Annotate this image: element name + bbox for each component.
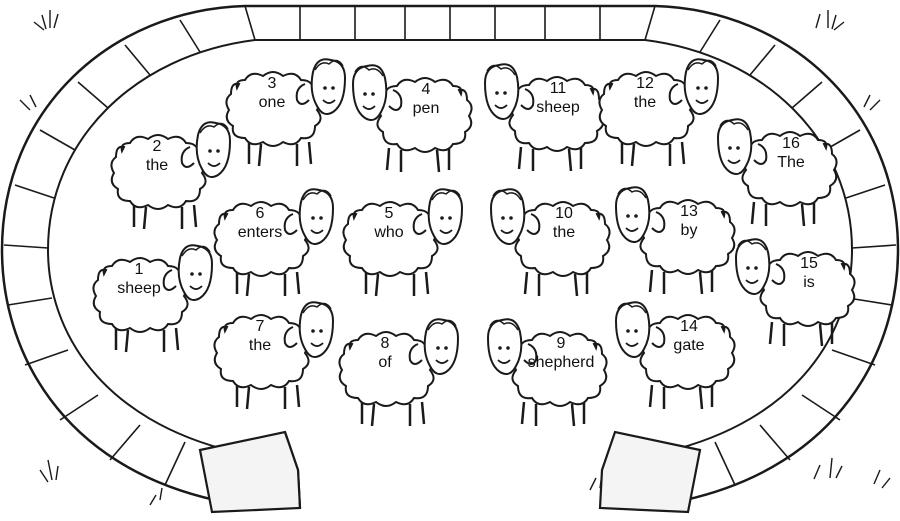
sheep-label: 12 the [604,74,686,112]
sheep-icon [486,318,608,427]
sheep-8: 8 of [338,312,466,434]
sheep-label: 4 pen [385,80,467,118]
sheep-icon [489,188,611,297]
sheep-word: the [552,224,576,241]
sheep-label: 2 the [116,137,198,175]
sheep-number: 8 [380,335,390,352]
sheep-label: 10 the [523,204,605,242]
sheep-number: 14 [680,318,698,335]
sheep-icon [614,301,736,410]
sheep-word: the [633,94,657,111]
sheep-icon [338,318,460,427]
sheep-number: 5 [384,205,394,222]
grass-tufts [19,10,891,506]
sheep-label: 11 sheep [517,79,599,117]
sheep-number: 10 [555,205,573,222]
sheep-9: 9 shepherd [480,312,608,434]
sheep-13: 13 by [608,180,736,302]
sheep-word: by [680,222,698,239]
sheep-word: the [248,337,272,354]
sheep-4: 4 pen [345,58,473,180]
sheep-icon [614,186,736,295]
sheep-label: 7 the [219,317,301,355]
sheep-icon [92,244,214,353]
sheep-number: 4 [421,81,431,98]
sheep-number: 15 [800,255,818,272]
sheep-12: 12 the [598,52,726,174]
sheep-icon [734,238,856,347]
sheep-label: 6 enters [219,204,301,242]
sheep-number: 11 [549,80,567,97]
sheep-label: 13 by [648,202,730,240]
sheep-6: 6 enters [213,182,341,304]
sheep-label: 14 gate [648,317,730,355]
sheep-number: 6 [255,205,265,222]
sheep-icon [598,58,720,167]
sheep-10: 10 the [483,182,611,304]
sheep-number: 9 [556,335,566,352]
sheep-word: sheep [536,99,580,116]
sheep-word: the [145,157,169,174]
sheep-icon [213,188,335,297]
sheep-label: 5 who [348,204,430,242]
sheep-15: 15 is [728,232,856,354]
sheep-word: gate [673,337,705,354]
sheep-word: is [803,274,815,291]
sheep-number: 13 [680,203,698,220]
sheep-word: of [378,354,392,371]
sheep-1: 1 sheep [92,238,220,360]
sheep-word: shepherd [527,354,595,371]
sheep-number: 1 [134,261,144,278]
sheep-label: 9 shepherd [520,334,602,372]
sheep-word: enters [237,224,283,241]
sheep-label: 1 sheep [98,260,180,298]
sheep-3: 3 one [225,52,353,174]
sheep-icon [213,301,335,410]
sheep-number: 2 [152,138,162,155]
sheep-label: 8 of [344,334,426,372]
sheep-2: 2 the [110,115,238,237]
sheep-word: The [777,154,805,171]
sheep-11: 11 sheep [477,57,605,179]
sheep-word: who [374,224,404,241]
sheep-number: 16 [782,135,800,152]
sheep-icon [351,64,473,173]
sheep-7: 7 the [213,295,341,417]
sheep-5: 5 who [342,182,470,304]
sheep-icon [342,188,464,297]
sheep-icon [716,118,838,227]
sheep-icon [483,63,605,172]
sheep-icon [110,121,232,230]
sheep-label: 3 one [231,74,313,112]
sheep-word: pen [412,100,440,117]
sheep-word: sheep [117,280,161,297]
sheep-number: 12 [636,75,654,92]
sheep-word: one [258,94,286,111]
sheep-number: 7 [255,318,265,335]
sheep-number: 3 [267,75,277,92]
sheep-14: 14 gate [608,295,736,417]
sheep-icon [225,58,347,167]
sheep-label: 15 is [768,254,850,292]
